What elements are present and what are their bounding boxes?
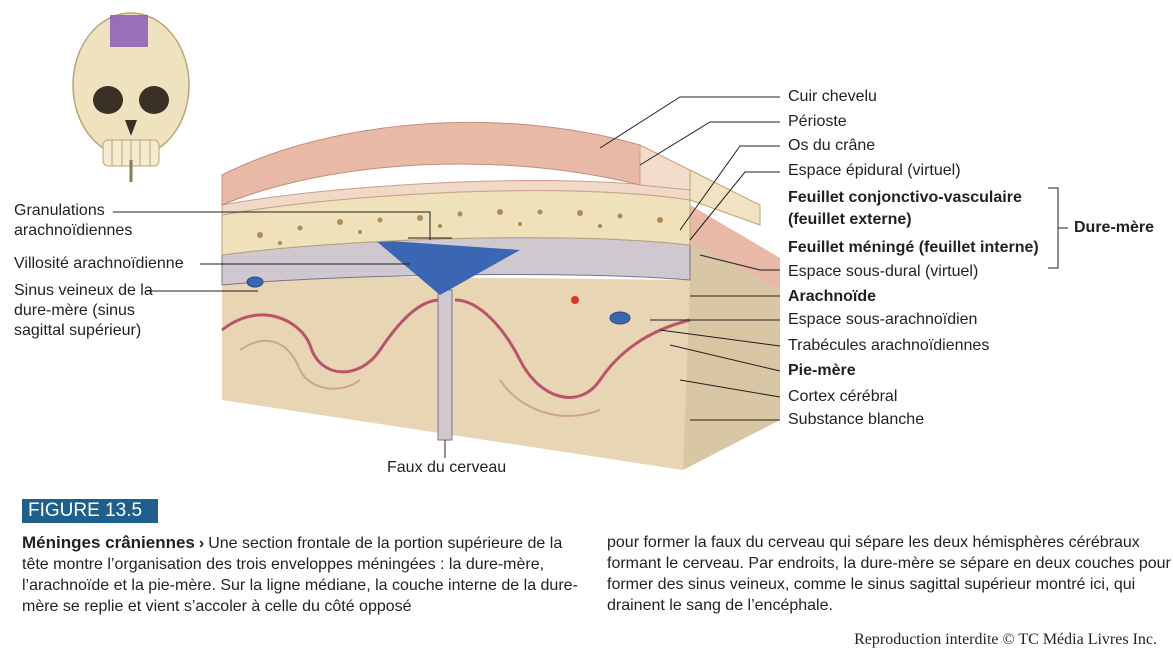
label-villosity: Villosité arachnoïdienne bbox=[14, 255, 184, 272]
label-sinus: Sinus veineux de la dure-mère (sinus sag… bbox=[14, 282, 153, 339]
label-scalp: Cuir chevelu bbox=[788, 88, 877, 105]
label-dura-mater: Dure-mère bbox=[1074, 219, 1155, 236]
superior-sagittal-sinus bbox=[375, 240, 520, 295]
label-arachnoid-trabeculae: Trabécules arachnoïdiennes bbox=[788, 337, 990, 354]
caption-column-2: pour former la faux du cerveau qui sépar… bbox=[607, 534, 1171, 614]
leader-lines bbox=[113, 96, 1068, 458]
dura-layer bbox=[221, 237, 691, 325]
brain-block bbox=[221, 275, 691, 470]
label-arachnoid: Arachnoïde bbox=[788, 288, 877, 305]
label-periosteum: Périoste bbox=[788, 113, 847, 130]
label-white-matter: Substance blanche bbox=[788, 411, 925, 428]
label-epidural-space: Espace épidural (virtuel) bbox=[788, 162, 961, 179]
skull-icon bbox=[72, 12, 190, 182]
label-skull-bone: Os du crâne bbox=[788, 137, 876, 154]
caption-text-1: Une section frontale de la portion supér… bbox=[22, 535, 578, 615]
caption-column-1: Méninges crâniennes›Une section frontale… bbox=[22, 532, 587, 617]
figure-badge: FIGURE 13.5 bbox=[22, 499, 158, 523]
label-pia-mater: Pie-mère bbox=[788, 362, 856, 379]
block-side-face bbox=[683, 205, 780, 470]
label-cerebral-cortex: Cortex cérébral bbox=[788, 388, 898, 405]
label-falx: Faux du cerveau bbox=[387, 459, 507, 476]
label-granulations: Granulations arachnoïdiennes bbox=[14, 202, 133, 239]
label-periosteal-layer-2: (feuillet externe) bbox=[788, 211, 912, 228]
label-periosteal-layer-1: Feuillet conjonctivo-vasculaire bbox=[788, 189, 1022, 206]
label-subdural-space: Espace sous-dural (virtuel) bbox=[788, 263, 979, 280]
copyright-notice: Reproduction interdite © TC Média Livres… bbox=[854, 631, 1157, 648]
caption-arrow-icon: › bbox=[198, 535, 205, 552]
label-meningeal-layer: Feuillet méningé (feuillet interne) bbox=[788, 239, 1039, 256]
label-subarachnoid-space: Espace sous-arachnoïdien bbox=[788, 311, 978, 328]
caption-title: Méninges crâniennes bbox=[22, 533, 195, 552]
